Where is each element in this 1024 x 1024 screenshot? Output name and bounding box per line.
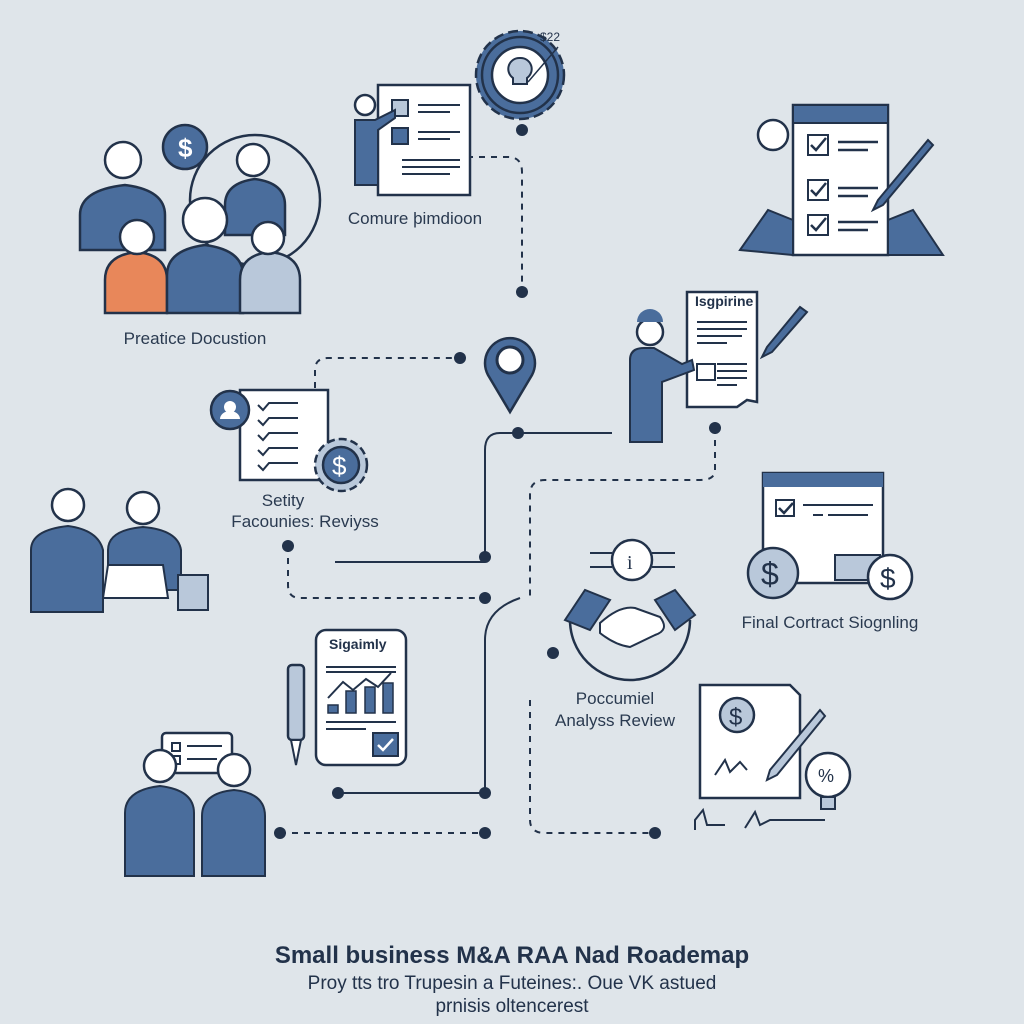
report-document-title: Sigaimly: [329, 636, 387, 652]
step-label-facounies: Facounies: Reviyss: [231, 512, 379, 531]
step-dot: [547, 647, 559, 659]
roadmap-subtitle-line2: prnisis oltencerest: [435, 996, 589, 1017]
svg-text:$: $: [880, 563, 896, 594]
clipboard-checklist-icon: [738, 103, 945, 257]
svg-text:%: %: [818, 766, 834, 786]
step-dot: [709, 422, 721, 434]
svg-text:$: $: [332, 451, 347, 481]
step-dot: [516, 286, 528, 298]
step-dot: [282, 540, 294, 552]
step-dot: [274, 827, 286, 839]
step-label-final-contract: Final Cortract Siognling: [741, 613, 919, 632]
business-meeting-icon: [30, 487, 209, 613]
step-dot: [479, 827, 491, 839]
step-dot: [454, 352, 466, 364]
svg-text:i: i: [627, 552, 633, 574]
location-pin-icon: [483, 336, 537, 415]
step-dot: [649, 827, 661, 839]
roadmap-title: Small business M&A RAA Nad Roademap: [274, 942, 750, 969]
person-signing-document-icon: [629, 290, 809, 443]
step-label-setity: Setity: [261, 491, 305, 510]
step-dot: [516, 124, 528, 136]
signed-dollar-document-icon: $ %: [694, 683, 852, 830]
lightbulb-gear-icon: [474, 29, 566, 121]
handshake-icon: i: [563, 538, 697, 682]
step-dot: [479, 551, 491, 563]
gear-price-annotation: $22: [540, 30, 561, 44]
step-dot: [332, 787, 344, 799]
step-dot: [479, 592, 491, 604]
step-label-poccumiel: Poccumiel: [575, 689, 655, 708]
step-dot: [479, 787, 491, 799]
svg-text:$: $: [729, 704, 742, 731]
svg-text:$: $: [178, 133, 193, 163]
signing-document-title: Isgpirine: [695, 293, 754, 309]
step-label-preatice-docustion: Preatice Docustion: [123, 329, 267, 348]
step-label-analyss-review: Analyss Review: [555, 711, 675, 730]
report-chart-document-icon: [286, 628, 408, 767]
checklist-dollar-gear-icon: $: [209, 388, 369, 493]
svg-text:$: $: [761, 556, 779, 592]
step-dot: [512, 427, 524, 439]
presentation-document-icon: [353, 83, 472, 197]
partners-icon: [124, 731, 266, 877]
team-icon: $: [78, 123, 322, 315]
step-label-comure: Comure þimdioon: [347, 209, 483, 228]
roadmap-subtitle-line1: Proy tts tro Trupesin a Futeines:. Oue V…: [307, 973, 717, 994]
contract-window-dollar-icon: $ $: [746, 471, 914, 601]
